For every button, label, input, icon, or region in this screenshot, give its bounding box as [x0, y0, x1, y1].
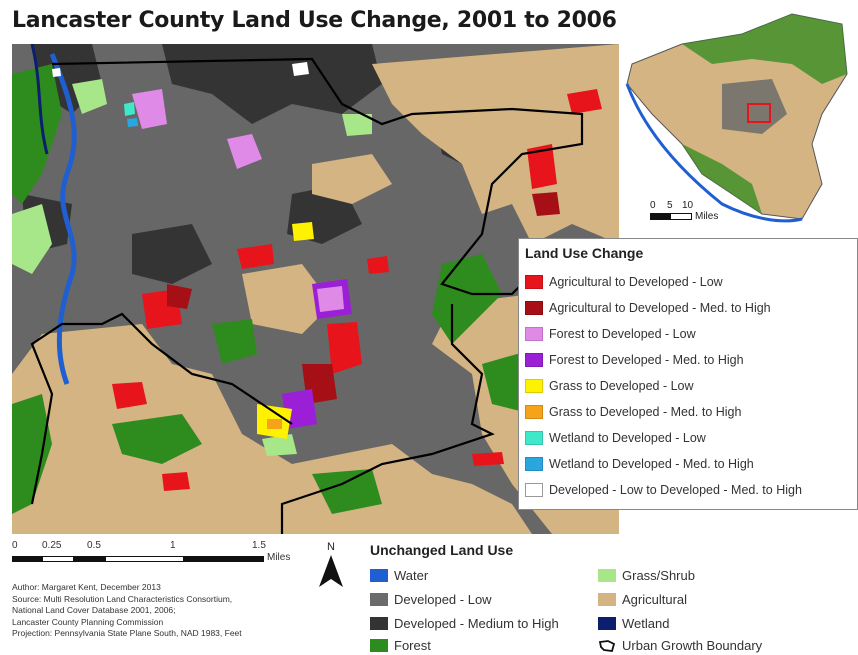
river-water	[49, 53, 77, 385]
legend-swatch	[525, 327, 543, 341]
credit-author: Author: Margaret Kent, December 2013	[12, 582, 161, 592]
swatch-forest	[370, 639, 388, 652]
scale-tick: 1	[170, 540, 176, 551]
swatch-grass-shrub	[598, 569, 616, 582]
legend-item-agricultural: Agricultural	[598, 592, 687, 607]
legend-label: Wetland to Developed - Med. to High	[549, 457, 754, 471]
legend-item-urban-growth-boundary: Urban Growth Boundary	[598, 638, 762, 653]
credit-source: Source: Multi Resolution Land Characteri…	[12, 593, 233, 604]
legend-item-change: Developed - Low to Developed - Med. to H…	[525, 477, 851, 503]
scale-tick: 0	[12, 540, 18, 551]
inset-scale-tick: 5	[667, 200, 673, 211]
north-arrow: N	[316, 541, 346, 591]
legend-title: Land Use Change	[525, 245, 644, 261]
legend-swatch	[525, 353, 543, 367]
north-arrow-icon	[319, 555, 343, 587]
swatch-developed-low	[370, 593, 388, 606]
legend-swatch	[525, 275, 543, 289]
legend-label: Forest to Developed - Low	[549, 327, 696, 341]
legend-item-change: Grass to Developed - Low	[525, 373, 851, 399]
credit-source: Lancaster County Planning Commission	[12, 616, 164, 627]
legend-item-developed-low: Developed - Low	[370, 592, 492, 607]
change-patches	[52, 62, 602, 491]
legend-item-change: Forest to Developed - Med. to High	[525, 347, 851, 373]
inset-river	[625, 83, 803, 223]
swatch-agricultural	[598, 593, 616, 606]
inset-scale-tick: 10	[682, 200, 694, 211]
legend-item-change: Agricultural to Developed - Med. to High	[525, 295, 851, 321]
main-scale-bar: 0 0.25 0.5 1 1.5 Miles	[12, 540, 312, 570]
swatch-water	[370, 569, 388, 582]
legend-item-change: Wetland to Developed - Med. to High	[525, 451, 851, 477]
scale-tick: 1.5	[252, 540, 266, 551]
inset-scale-unit: Miles	[695, 211, 719, 222]
legend-swatch	[525, 483, 543, 497]
legend-item-grass-shrub: Grass/Shrub	[598, 568, 695, 583]
main-map-graphic	[12, 44, 619, 534]
unchanged-legend-title: Unchanged Land Use	[370, 542, 514, 558]
map-credits: Author: Margaret Kent, December 2013 Sou…	[12, 582, 342, 640]
legend-swatch	[525, 379, 543, 393]
credit-source: National Land Cover Database 2001, 2006;	[12, 605, 176, 615]
legend-label: Developed - Low to Developed - Med. to H…	[549, 483, 802, 497]
scale-bar-graphic	[12, 556, 264, 562]
legend-label: Agricultural to Developed - Med. to High	[549, 301, 771, 315]
inset-extent-indicator	[747, 103, 771, 123]
inset-scale-graphic	[650, 213, 692, 220]
swatch-developed-high	[370, 617, 388, 630]
urban-growth-boundary	[30, 57, 584, 534]
swatch-wetland	[598, 617, 616, 630]
scale-unit: Miles	[267, 552, 291, 563]
legend-swatch	[525, 301, 543, 315]
inset-forest-north	[682, 14, 847, 84]
land-use-change-legend: Land Use Change Agricultural to Develope…	[518, 238, 858, 510]
credit-projection: Projection: Pennsylvania State Plane Sou…	[12, 628, 242, 638]
legend-label: Grass to Developed - Med. to High	[549, 405, 742, 419]
boundary-outline-icon	[598, 639, 616, 652]
legend-swatch	[525, 457, 543, 471]
legend-item-change: Agricultural to Developed - Low	[525, 269, 851, 295]
legend-item-developed-high: Developed - Medium to High	[370, 616, 559, 631]
main-land-use-map[interactable]	[12, 44, 619, 534]
wetland-stream	[30, 44, 49, 155]
legend-item-wetland: Wetland	[598, 616, 669, 631]
legend-label: Forest to Developed - Med. to High	[549, 353, 744, 367]
legend-label: Grass to Developed - Low	[549, 379, 694, 393]
north-label: N	[327, 541, 335, 553]
legend-swatch	[525, 431, 543, 445]
legend-item-change: Forest to Developed - Low	[525, 321, 851, 347]
legend-label: Agricultural to Developed - Low	[549, 275, 723, 289]
scale-tick: 0.5	[87, 540, 101, 551]
legend-item-water: Water	[370, 568, 428, 583]
inset-scale-tick: 0	[650, 200, 656, 211]
legend-swatch	[525, 405, 543, 419]
legend-label: Wetland to Developed - Low	[549, 431, 706, 445]
legend-item-change: Wetland to Developed - Low	[525, 425, 851, 451]
scale-tick: 0.25	[42, 540, 62, 551]
inset-map-graphic	[625, 13, 848, 223]
legend-item-change: Grass to Developed - Med. to High	[525, 399, 851, 425]
grass-shrub-areas	[12, 79, 372, 456]
legend-item-forest: Forest	[370, 638, 431, 653]
map-title: Lancaster County Land Use Change, 2001 t…	[12, 8, 617, 33]
inset-forest-south	[682, 144, 762, 214]
county-inset-map[interactable]	[622, 4, 858, 228]
inset-scale-bar: 0 5 10 Miles	[650, 200, 730, 222]
